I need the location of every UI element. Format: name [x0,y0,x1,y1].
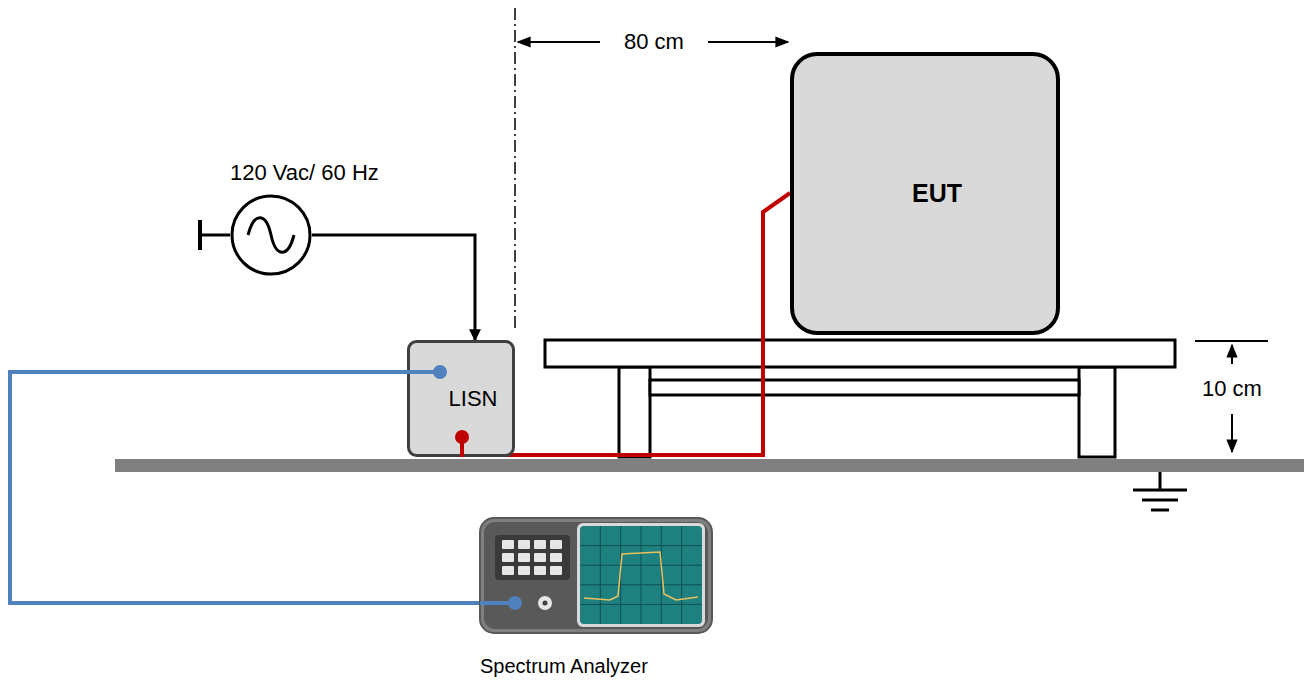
ground-plane [115,459,1304,472]
source-shape [230,194,312,276]
reference-line [514,8,516,332]
lisn-node: LISN [407,340,539,457]
table [545,340,1175,457]
lisn-label: LISN [449,386,498,412]
analyzer-node: Spectrum Analyzer [480,518,712,633]
eut-node: EUT [790,52,1084,335]
source-label: 120 Vac/ 60 Hz [230,160,379,186]
analyzer-shape [480,518,712,633]
dimension-label: 10 cm [1198,376,1266,402]
wire [312,235,475,340]
dimension-label: 80 cm [620,29,688,55]
source-node: 120 Vac/ 60 Hz [230,194,312,276]
dimension-10 [1195,341,1268,452]
ground-symbol [1133,472,1187,510]
eut-label: EUT [912,179,962,208]
analyzer-label: Spectrum Analyzer [480,655,648,678]
